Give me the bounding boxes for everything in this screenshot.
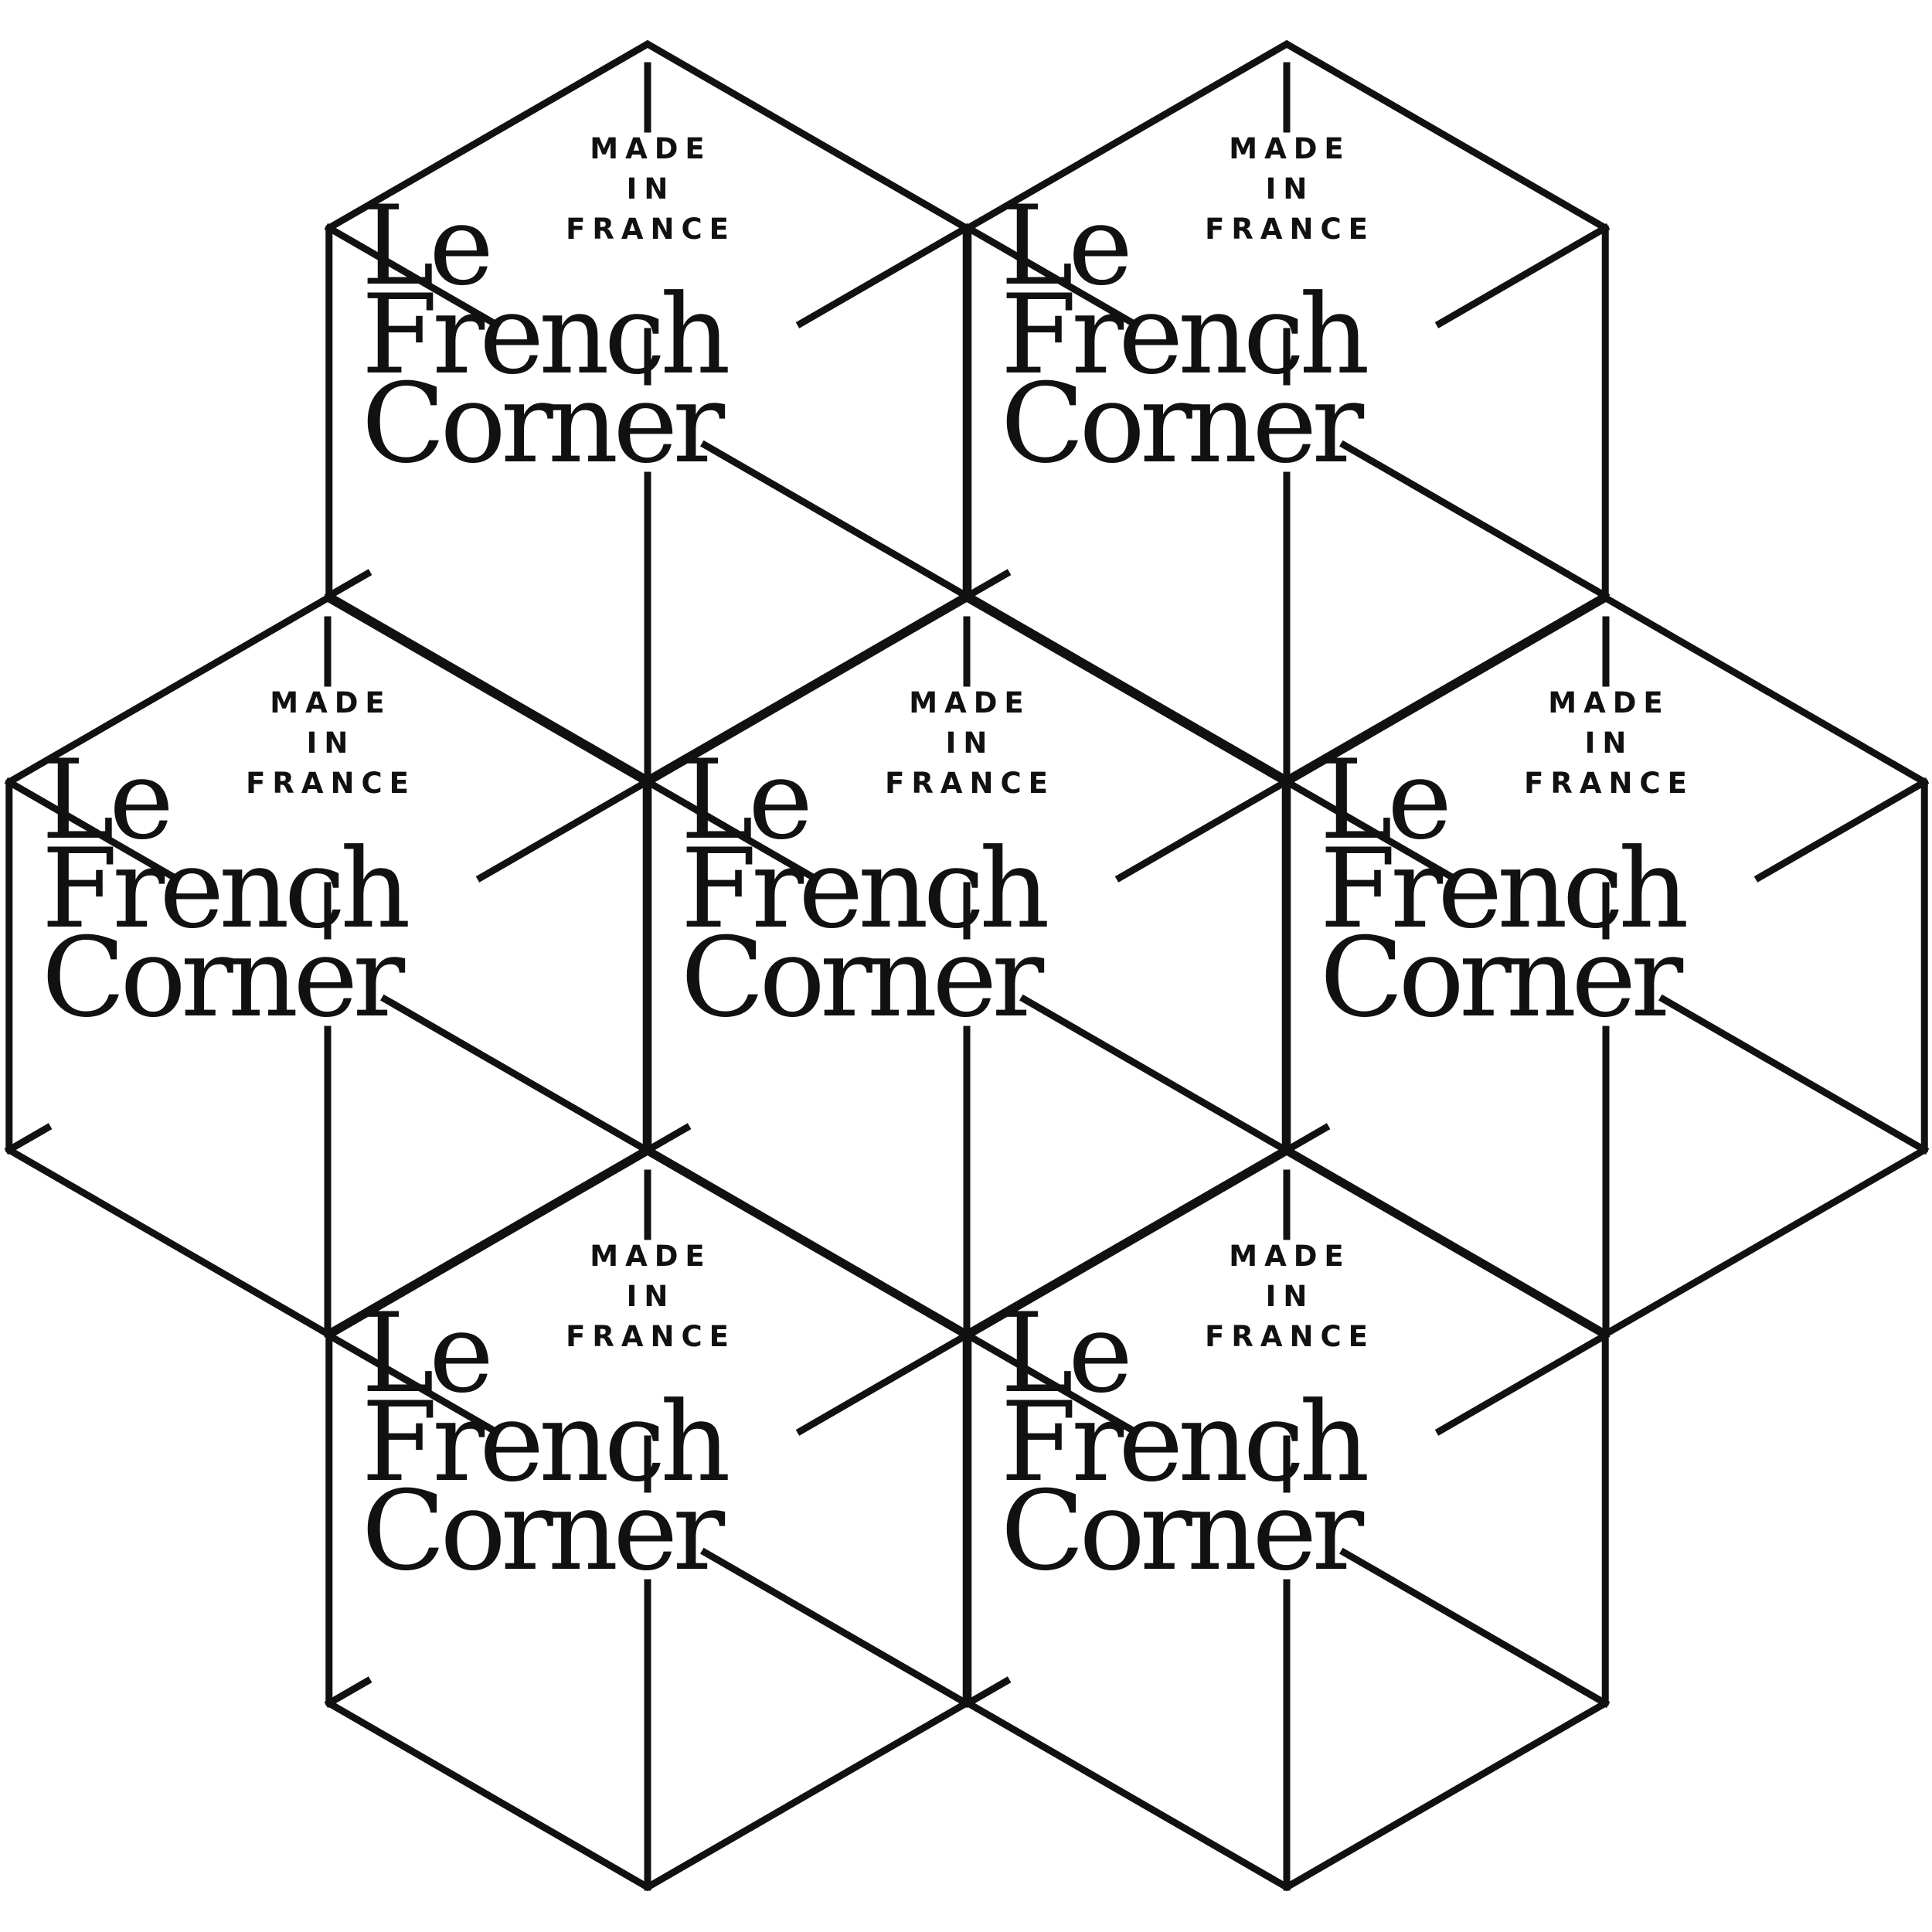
brand-french: French xyxy=(362,271,728,399)
cube-edge-upper-right xyxy=(475,777,651,883)
tagline-in: IN xyxy=(1266,172,1315,206)
cube-edge-lower-right xyxy=(1339,440,1611,601)
cube-edge-lower-right xyxy=(1019,994,1291,1155)
cube-edge-lower-left xyxy=(1282,1123,1331,1155)
tagline-made: MADE xyxy=(590,1240,711,1273)
tagline-made: MADE xyxy=(1548,686,1669,719)
tagline-made: MADE xyxy=(270,686,391,719)
tagline-made: MADE xyxy=(590,132,711,165)
brand-le: Le xyxy=(1001,1290,1128,1417)
cube-edge-upper-left xyxy=(643,777,819,883)
tagline-in: IN xyxy=(1266,1280,1315,1313)
cube-edge-upper-right xyxy=(1434,1330,1611,1436)
cube-edge-upper-right xyxy=(795,223,971,328)
tagline-in: IN xyxy=(627,172,675,206)
cube-edge-lower-right xyxy=(1658,994,1930,1155)
tagline-in: IN xyxy=(946,726,995,760)
tagline-in: IN xyxy=(1585,726,1634,760)
brand-corner: Corner xyxy=(681,914,1045,1042)
brand-french: French xyxy=(1001,1379,1367,1506)
cube-edge-lower-left xyxy=(4,1123,53,1155)
brand-french: French xyxy=(1001,271,1367,399)
logo-tiles: MADEINFRANCELeFrenchCornerMADEINFRANCELe… xyxy=(4,39,1930,1892)
tagline-made: MADE xyxy=(909,686,1030,719)
cube-edge-lower-right xyxy=(700,1547,971,1709)
tagline-made: MADE xyxy=(1229,1240,1350,1273)
brand-corner: Corner xyxy=(1001,1468,1365,1595)
cube-edge-lower-left xyxy=(643,1123,692,1155)
cube-edge-upper-left xyxy=(963,1330,1139,1436)
brand-le: Le xyxy=(362,1290,488,1417)
cube-edge-lower-left xyxy=(963,569,1012,601)
tagline-france: FRANCE xyxy=(566,1320,736,1353)
brand-french: French xyxy=(681,825,1047,953)
tagline-france: FRANCE xyxy=(246,767,416,800)
tagline-france: FRANCE xyxy=(1524,767,1694,800)
cube-edge-upper-left xyxy=(1282,777,1458,883)
brand-corner: Corner xyxy=(362,360,726,488)
brand-le: Le xyxy=(42,736,168,864)
brand-corner: Corner xyxy=(362,1468,726,1595)
cube-edge-upper-left xyxy=(324,1330,500,1436)
cube-edge-upper-left xyxy=(324,223,500,328)
brand-corner: Corner xyxy=(1320,914,1684,1042)
brand-le: Le xyxy=(362,182,488,310)
brand-french: French xyxy=(362,1379,728,1506)
tagline-france: FRANCE xyxy=(885,767,1055,800)
brand-french: French xyxy=(42,825,408,953)
tagline-made: MADE xyxy=(1229,132,1350,165)
tagline-in: IN xyxy=(307,726,355,760)
tagline-france: FRANCE xyxy=(1205,213,1375,246)
cube-edge-upper-right xyxy=(1114,777,1291,883)
brand-french: French xyxy=(1320,825,1686,953)
brand-corner: Corner xyxy=(42,914,406,1042)
cube-edge-upper-right xyxy=(1434,223,1611,328)
cube-edge-lower-right xyxy=(380,994,651,1155)
cube-edge-lower-left xyxy=(324,1676,372,1709)
cube-edge-upper-right xyxy=(795,1330,971,1436)
cube-edge-lower-left xyxy=(324,569,372,601)
cube-edge-lower-right xyxy=(700,440,971,601)
tagline-france: FRANCE xyxy=(566,213,736,246)
cube-edge-lower-right xyxy=(1339,1547,1611,1709)
cube-edge-upper-left xyxy=(4,777,180,883)
brand-le: Le xyxy=(1001,182,1128,310)
tagline-in: IN xyxy=(627,1280,675,1313)
tagline-france: FRANCE xyxy=(1205,1320,1375,1353)
brand-le: Le xyxy=(681,736,808,864)
brand-corner: Corner xyxy=(1001,360,1365,488)
cube-edge-upper-left xyxy=(963,223,1139,328)
cube-edge-lower-left xyxy=(963,1676,1012,1709)
brand-le: Le xyxy=(1320,736,1447,864)
cube-edge-upper-right xyxy=(1753,777,1930,883)
